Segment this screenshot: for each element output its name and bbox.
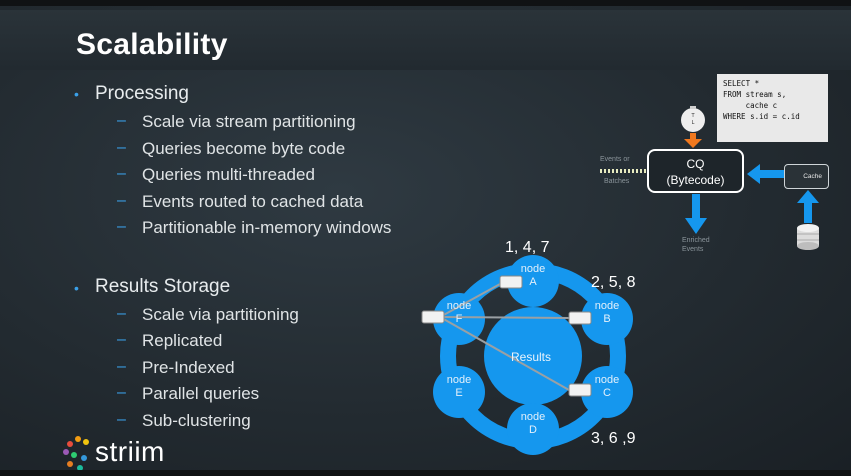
cq-label: CQ (686, 157, 705, 171)
sql-line: WHERE s.id = c.id (723, 112, 800, 121)
cq-bytecode-box: CQ (Bytecode) (647, 149, 744, 193)
bullet-dot: • (74, 280, 79, 296)
dash: – (117, 384, 126, 401)
storage-item: Pre-Indexed (142, 358, 235, 377)
orange-arrow-icon (684, 133, 702, 148)
blue-arrow-up-icon (797, 190, 819, 223)
sql-line: cache c (723, 101, 778, 110)
slide: Scalability • Processing – Scale via str… (0, 6, 851, 470)
node-b (581, 293, 633, 345)
packet-icon (499, 275, 523, 289)
partition-group-a: 1, 4, 7 (505, 239, 550, 256)
results-store (484, 307, 582, 405)
title-bar: Scalability (0, 10, 851, 70)
sql-line: FROM stream s, (723, 90, 787, 99)
packet-icon (568, 311, 592, 325)
cq-diagram-graphics: T L (63, 106, 819, 470)
results-label: Results (510, 350, 551, 364)
node-c (581, 366, 633, 418)
cluster-nodes (433, 255, 633, 455)
routing-arrows (439, 283, 570, 391)
partition-group-c: 3, 6 ,9 (591, 430, 636, 447)
timer-icon: T L (681, 106, 705, 132)
node-f (433, 293, 485, 345)
packet-icon (421, 310, 445, 324)
blue-arrow-down-icon (685, 194, 707, 234)
striim-logo-icon (63, 436, 89, 470)
storage-item: Scale via partitioning (142, 305, 299, 324)
sql-line: SELECT * (723, 79, 760, 88)
cq-sub-label: (Bytecode) (666, 173, 725, 187)
events-out-label: Events (682, 246, 704, 253)
slide-title: Scalability (76, 28, 228, 61)
dash: – (117, 305, 126, 322)
dash: – (117, 218, 126, 235)
sql-query-box: SELECT * FROM stream s, cache c WHERE s.… (717, 74, 828, 142)
storage-item: Sub-clustering (142, 411, 251, 430)
cache-box: Cache (784, 164, 829, 189)
processing-item: Events routed to cached data (142, 192, 364, 211)
storage-item: Parallel queries (142, 384, 260, 403)
bullet-dot: • (74, 86, 79, 102)
svg-text:T: T (690, 113, 695, 119)
processing-item: Queries become byte code (142, 139, 346, 158)
dash: – (117, 411, 126, 428)
event-packets (421, 275, 592, 397)
processing-item: Queries multi-threaded (142, 165, 315, 184)
dash: – (117, 139, 126, 156)
dash: – (117, 165, 126, 182)
storage-heading: Results Storage (95, 276, 231, 297)
dash: – (117, 358, 126, 375)
database-icon (797, 224, 819, 250)
packet-icon (568, 383, 592, 397)
processing-item: Scale via stream partitioning (142, 112, 356, 131)
dash: – (117, 192, 126, 209)
storage-item: Replicated (142, 331, 223, 350)
node-a (507, 255, 559, 307)
processing-item: Partitionable in-memory windows (142, 218, 392, 237)
striim-logo-text: striim (95, 436, 165, 467)
node-d (507, 403, 559, 455)
partition-group-b: 2, 5, 8 (591, 274, 636, 291)
batches-label: Batches (604, 178, 630, 185)
events-label: Events or (600, 156, 630, 163)
svg-text:L: L (692, 120, 695, 126)
dash: – (117, 112, 126, 129)
dash: – (117, 331, 126, 348)
blue-arrow-left-icon (747, 164, 784, 184)
cache-label: Cache (803, 173, 822, 180)
processing-heading: Processing (95, 83, 189, 104)
enriched-label: Enriched (682, 237, 710, 244)
node-e (433, 366, 485, 418)
